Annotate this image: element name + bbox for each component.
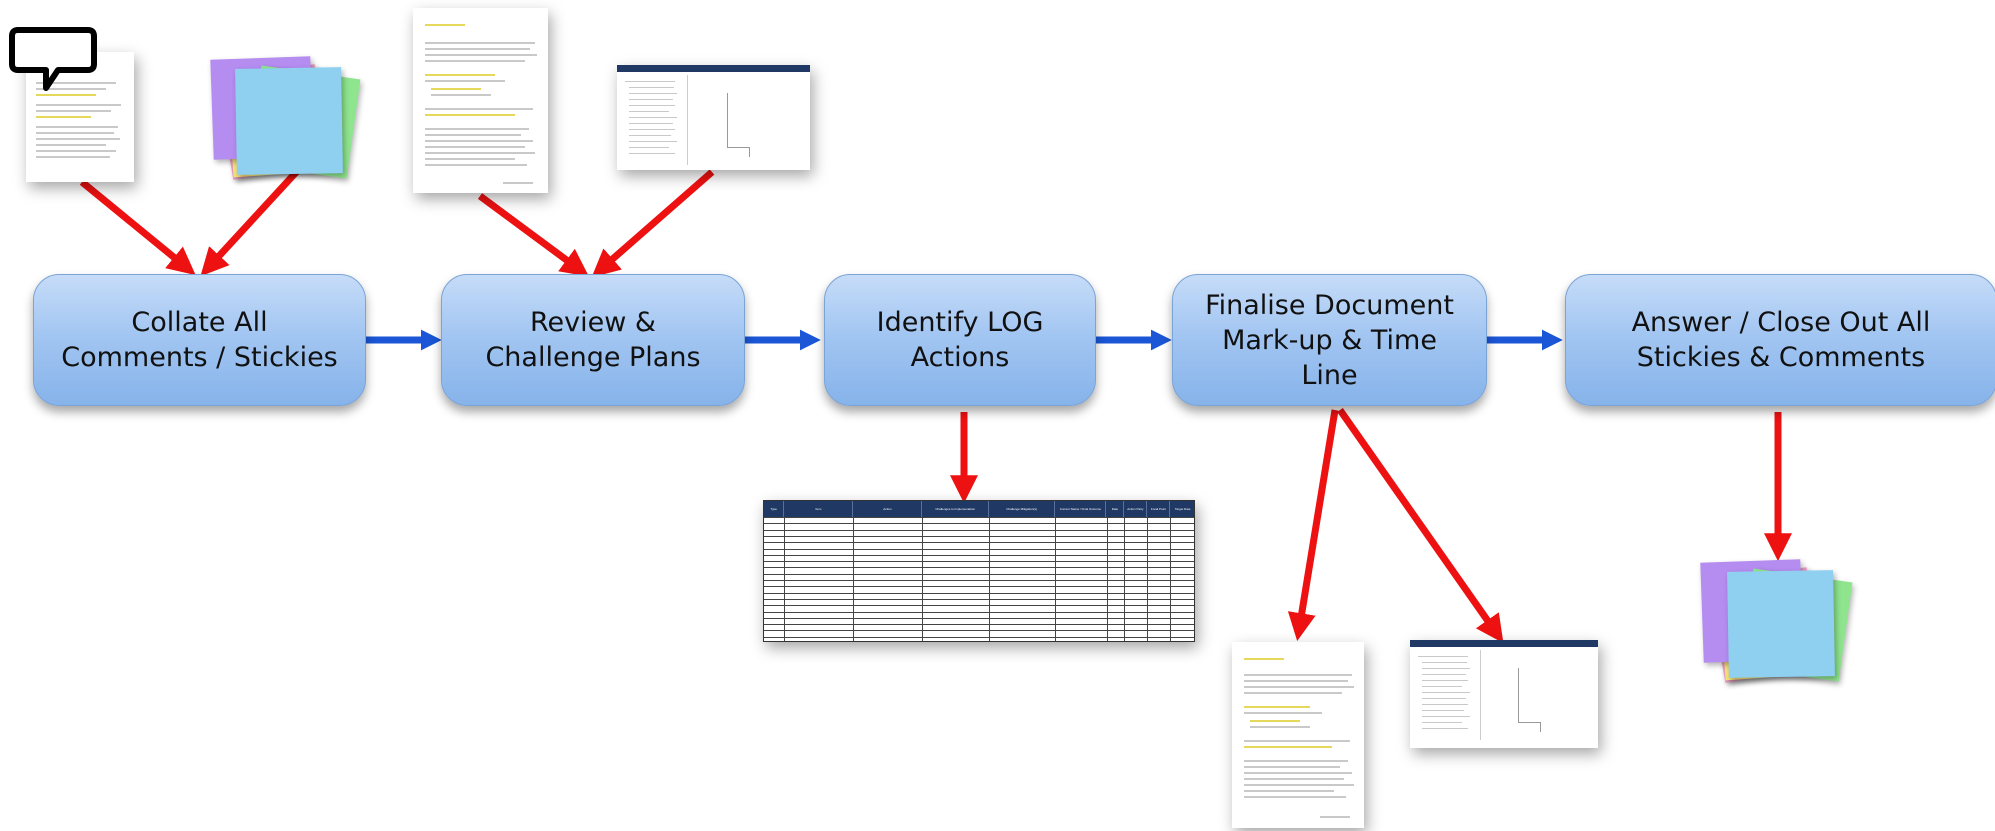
log-table-row [764, 554, 1194, 556]
sticky-note-blue [235, 67, 343, 175]
log-table-row [764, 523, 1194, 525]
log-table-row [764, 598, 1194, 600]
log-table-header-cell: Type [764, 501, 785, 517]
output-arrow-finalise-to-document [1287, 409, 1339, 642]
log-table-header-cell: Challenges to Implementation [922, 501, 989, 517]
plan-document-thumbnail [413, 8, 548, 193]
step-review: Review & Challenge Plans [441, 274, 745, 406]
log-table-row [764, 586, 1194, 588]
log-table-header-cell: Item [784, 501, 854, 517]
log-table-row [764, 617, 1194, 619]
log-table-column-line [1170, 517, 1172, 641]
log-table-column-line [988, 517, 990, 641]
log-table-header-cell: Action Party [1124, 501, 1148, 517]
log-table-column-line [1124, 517, 1126, 641]
input-arrow-document-to-review [477, 193, 590, 277]
log-table-column-line [1055, 517, 1057, 641]
step-collate: Collate All Comments / Stickies [33, 274, 366, 406]
log-table-row [764, 517, 1194, 518]
log-table-column-line [922, 517, 924, 641]
step-finalise: Finalise Document Mark-up & Time Line [1172, 274, 1487, 406]
output-arrow-finalise-to-gantt [1337, 407, 1504, 644]
log-table-row [764, 636, 1194, 638]
input-arrow-comments-to-collate [79, 179, 196, 276]
sticky-notes-stack-top [210, 54, 370, 194]
log-table-row [764, 535, 1194, 537]
log-table-row [764, 548, 1194, 550]
step-answer: Answer / Close Out All Stickies & Commen… [1565, 274, 1995, 406]
log-table-row [764, 580, 1194, 581]
gantt-chart-thumbnail-top [617, 65, 810, 170]
log-table-column-line [784, 517, 786, 641]
log-table-row [764, 542, 1194, 544]
log-table-header-cell: Date [1106, 501, 1125, 517]
log-table-header-cell: Target Date [1170, 501, 1194, 517]
log-table-row [764, 611, 1194, 613]
step-identify: Identify LOG Actions [824, 274, 1096, 406]
log-table-header-cell: Challenge Mitigation(s) [989, 501, 1056, 517]
sticky-note-blue [1727, 570, 1835, 678]
comments-document-thumbnail [26, 52, 134, 182]
log-table-header-cell: Action [853, 501, 923, 517]
input-arrow-gantt-to-review [591, 169, 715, 278]
final-document-thumbnail [1232, 642, 1364, 828]
sticky-notes-stack-bottom [1700, 555, 1860, 695]
log-table-column-line [1106, 517, 1108, 641]
log-table-row [764, 624, 1194, 626]
log-table-row [764, 630, 1194, 632]
log-table-row [764, 567, 1194, 569]
log-table-header-cell: Current Status / Final Outcome [1055, 501, 1107, 517]
input-arrow-stickies-to-collate [200, 165, 303, 277]
log-table-body [764, 517, 1194, 641]
log-table-column-line [1147, 517, 1149, 641]
log-table-row [764, 573, 1194, 575]
log-table-row [764, 529, 1194, 531]
log-table-column-line [853, 517, 855, 641]
gantt-chart-thumbnail-bottom [1410, 640, 1598, 748]
log-table-row [764, 605, 1194, 607]
log-table-header-cell: Focal Point [1147, 501, 1171, 517]
log-table-row [764, 561, 1194, 563]
log-table-row [764, 592, 1194, 594]
